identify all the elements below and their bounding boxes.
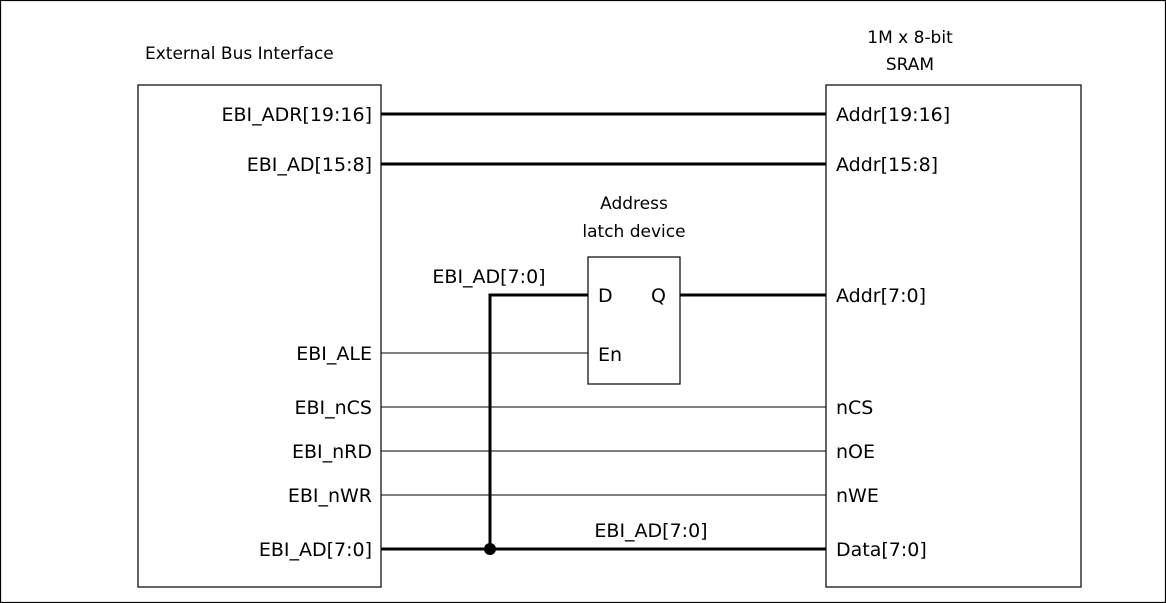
ebi-pin-ad-lo: EBI_AD[7:0] bbox=[259, 539, 372, 561]
sram-pin-addr-hi: Addr[19:16] bbox=[836, 104, 950, 126]
sram-title-line1: 1M x 8-bit bbox=[867, 28, 953, 48]
net-label-data-bus: EBI_AD[7:0] bbox=[594, 520, 707, 542]
latch-pin-q: Q bbox=[651, 285, 666, 307]
sram-pin-addr-lo: Addr[7:0] bbox=[836, 285, 926, 307]
bus-junction-dot bbox=[484, 543, 496, 555]
sram-pin-ncs: nCS bbox=[836, 397, 873, 419]
latch-title-line2: latch device bbox=[582, 222, 685, 242]
ebi-title: External Bus Interface bbox=[145, 44, 334, 64]
sram-pin-addr-mid: Addr[15:8] bbox=[836, 154, 938, 176]
ebi-pin-nwr: EBI_nWR bbox=[288, 485, 372, 507]
ebi-block bbox=[137, 84, 382, 588]
sram-pin-nwe: nWE bbox=[836, 485, 879, 507]
latch-block bbox=[587, 256, 681, 385]
latch-title-line1: Address bbox=[600, 194, 668, 214]
sram-block bbox=[825, 84, 1082, 588]
ebi-pin-adr-hi: EBI_ADR[19:16] bbox=[221, 104, 372, 126]
ebi-pin-ad-mid: EBI_AD[15:8] bbox=[247, 154, 372, 176]
ebi-pin-ale: EBI_ALE bbox=[296, 343, 372, 365]
latch-pin-en: En bbox=[598, 344, 622, 366]
sram-pin-noe: nOE bbox=[836, 441, 875, 463]
net-label-latch-input: EBI_AD[7:0] bbox=[432, 266, 545, 288]
sram-title-line2: SRAM bbox=[886, 55, 934, 75]
bus-ad-to-latch-d bbox=[488, 293, 588, 549]
latch-pin-d: D bbox=[598, 285, 613, 307]
ebi-pin-ncs: EBI_nCS bbox=[294, 397, 372, 419]
ebi-pin-nrd: EBI_nRD bbox=[292, 441, 372, 463]
sram-pin-data: Data[7:0] bbox=[836, 539, 927, 561]
